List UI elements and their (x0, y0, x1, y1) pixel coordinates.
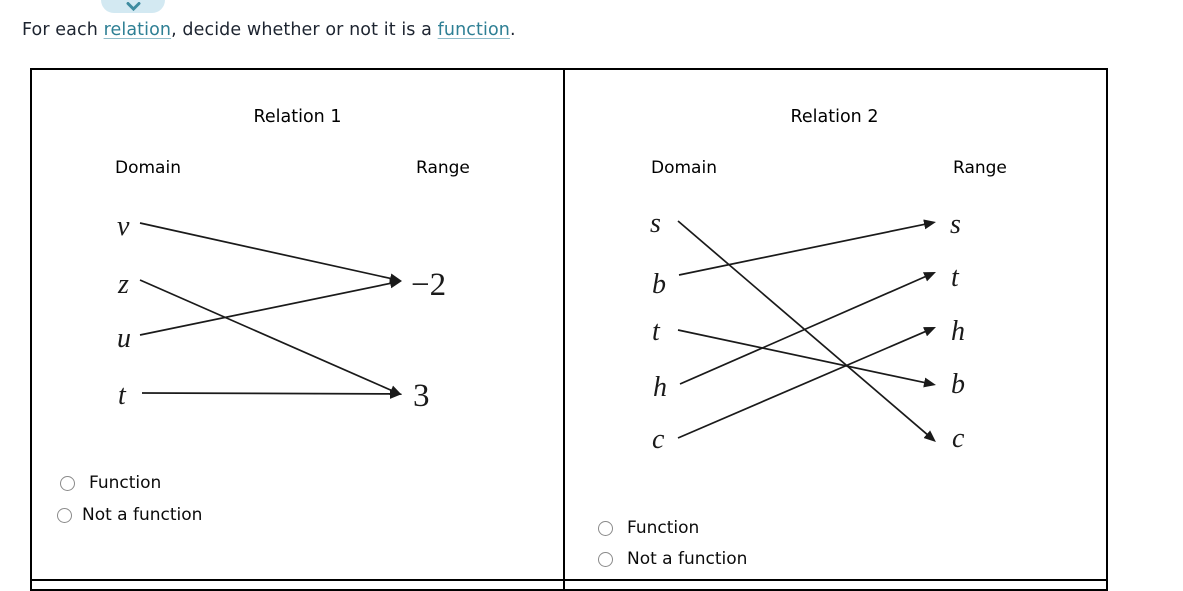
relation-link[interactable]: relation (103, 20, 172, 40)
relation2-title: Relation 2 (790, 107, 879, 127)
radio-button-not-function[interactable] (57, 507, 72, 523)
range-item: b (951, 369, 965, 400)
prompt-pre: For each (22, 20, 104, 40)
radio-label: Function (89, 473, 162, 493)
next-row-partial (30, 581, 1108, 591)
relation1-title: Relation 1 (253, 107, 342, 127)
relation2-panel: Relation 2 Domain Range s b t h c s t h … (565, 70, 1104, 579)
relations-table: Relation 1 Domain Range v z u t −2 3 Fun… (30, 68, 1108, 581)
prompt-post: . (509, 20, 516, 40)
relation2-domain-header: Domain (651, 158, 717, 178)
mapping-arrow-h-t (679, 271, 936, 385)
mapping-arrow-t-b (677, 329, 936, 388)
function-link[interactable]: function (437, 20, 510, 40)
relation2-not-function-option[interactable]: Not a function (598, 549, 747, 569)
instruction-text: For each relation, decide whether or not… (22, 20, 516, 40)
mapping-arrow-b-s (678, 219, 936, 276)
relation1-domain-header: Domain (115, 158, 181, 178)
range-item: h (951, 316, 965, 347)
radio-label: Not a function (82, 505, 203, 525)
domain-item: z (117, 269, 129, 300)
mapping-arrow-c-h (677, 326, 937, 439)
radio-button-not-function[interactable] (598, 551, 613, 567)
relation1-range-header: Range (416, 158, 470, 178)
domain-item: t (652, 316, 661, 347)
collapse-button[interactable] (101, 0, 165, 13)
next-row-right-cell (565, 581, 1104, 589)
relation1-function-option[interactable]: Function (60, 473, 161, 493)
domain-item: c (652, 424, 665, 455)
radio-label: Function (627, 518, 700, 538)
mapping-arrow-u-neg2 (139, 278, 402, 336)
domain-item: b (652, 269, 666, 300)
mapping-arrow-s-c (677, 220, 936, 442)
next-row-left-cell (32, 581, 565, 589)
range-item: s (950, 209, 961, 240)
domain-item: u (117, 323, 131, 354)
range-item: 3 (413, 378, 430, 414)
range-item: c (952, 423, 965, 454)
relation1-not-function-option[interactable]: Not a function (57, 505, 202, 525)
relation2-function-option[interactable]: Function (598, 518, 699, 538)
domain-item: t (118, 380, 127, 411)
domain-item: v (117, 211, 130, 242)
radio-button-function[interactable] (60, 475, 75, 491)
mapping-arrow-t-3 (141, 388, 402, 399)
relation1-diagram: v z u t −2 3 (117, 211, 446, 414)
relation2-range-header: Range (953, 158, 1007, 178)
relation1-panel: Relation 1 Domain Range v z u t −2 3 Fun… (32, 70, 565, 579)
mapping-arrow-v-neg2 (139, 222, 402, 284)
range-item: −2 (411, 267, 446, 303)
relation2-diagram: s b t h c s t h b c (650, 208, 965, 455)
mapping-arrow-z-3 (139, 279, 402, 396)
prompt-mid: , decide whether or not it is a (171, 20, 438, 40)
radio-label: Not a function (627, 549, 748, 569)
range-item: t (951, 262, 960, 293)
chevron-down-icon (126, 2, 140, 11)
domain-item: s (650, 208, 661, 239)
radio-button-function[interactable] (598, 520, 613, 536)
domain-item: h (653, 372, 667, 403)
